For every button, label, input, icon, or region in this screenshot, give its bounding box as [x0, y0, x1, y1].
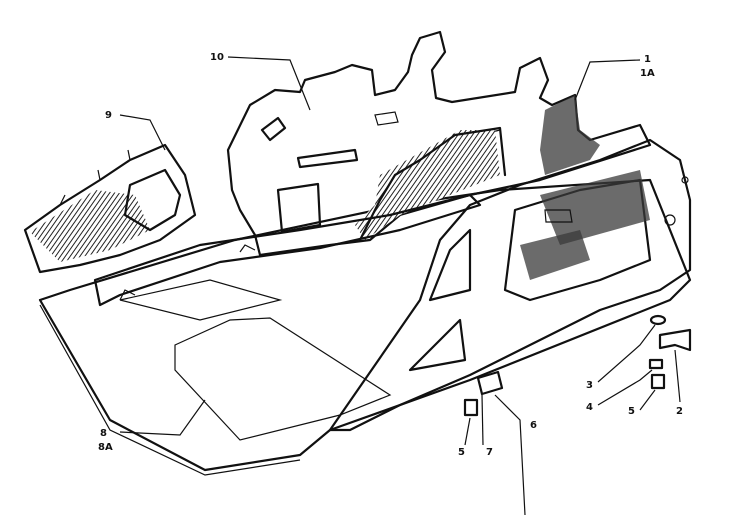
nut-part-4 — [648, 358, 664, 370]
bracket-part-2 — [658, 328, 692, 352]
callout-4: 4 — [586, 402, 593, 413]
callout-6: 6 — [530, 420, 537, 431]
screw-part-5 — [463, 398, 479, 417]
callout-8a: 8A — [98, 442, 113, 453]
motor-mount-bracket — [355, 95, 600, 242]
callout-9: 9 — [105, 110, 112, 121]
right-side-frame — [328, 138, 692, 432]
hardware-parts — [463, 314, 692, 417]
screw-part-5-right — [650, 373, 666, 390]
callout-2: 2 — [676, 406, 683, 417]
callout-1a: 1A — [640, 68, 655, 79]
leader-lines — [119, 56, 681, 516]
callout-5-right: 5 — [628, 406, 635, 417]
clip-part-7 — [476, 370, 504, 396]
callout-5: 5 — [458, 447, 465, 458]
callout-labels: 10 9 1 1A 8 8A 3 4 5 2 5 7 6 — [98, 52, 683, 458]
left-long-rail — [93, 193, 482, 307]
callout-3: 3 — [586, 380, 593, 391]
callout-7: 7 — [486, 447, 493, 458]
callout-8: 8 — [100, 428, 107, 439]
left-side-frame — [23, 143, 197, 274]
base-plate — [38, 178, 692, 476]
callout-1: 1 — [644, 54, 651, 65]
callout-10: 10 — [210, 52, 224, 63]
washer-part-3 — [649, 314, 667, 326]
